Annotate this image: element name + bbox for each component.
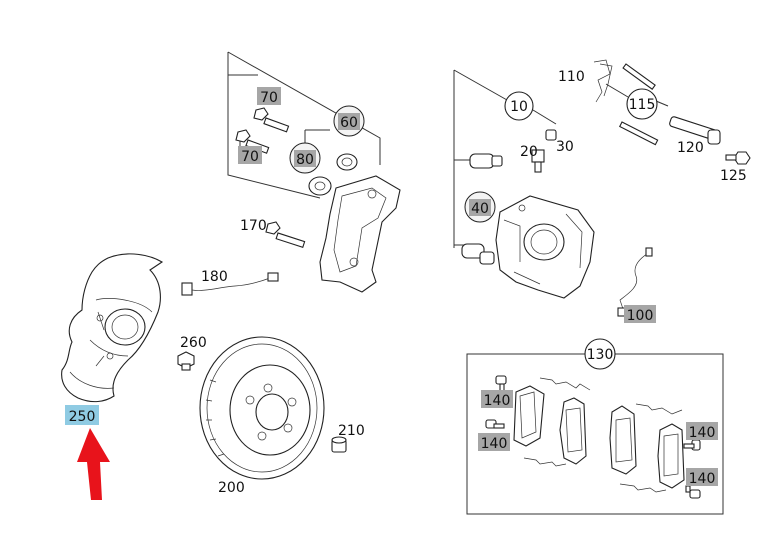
callout-10[interactable]: 10 [504,91,534,121]
pad-bolt-lower-left [485,419,505,429]
pad-spring-clips [523,377,683,493]
bolt-260 [177,351,195,371]
callout-210[interactable]: 210 [338,423,365,439]
bleeder-cap-30 [545,129,557,141]
guide-pin-boot-lower [461,243,495,265]
callout-30[interactable]: 30 [556,139,574,155]
callout-70-upper[interactable]: 70 [257,87,281,106]
svg-text:70: 70 [260,90,278,106]
callout-100[interactable]: 100 [624,305,656,324]
spring-clip-110 [593,59,613,103]
svg-text:100: 100 [627,308,654,324]
callout-115[interactable]: 115 [626,88,658,120]
pad-bolt-lower-right [685,485,701,499]
bushing-60 [336,153,358,171]
svg-text:115: 115 [629,97,656,113]
bolt-70-upper [253,107,290,133]
callout-170[interactable]: 170 [240,218,267,234]
svg-text:40: 40 [471,201,489,217]
callout-125[interactable]: 125 [720,168,747,184]
callout-200[interactable]: 200 [218,480,245,496]
callout-180[interactable]: 180 [201,269,228,285]
bushing-80 [308,176,332,196]
caliper-carrier-frame [227,51,381,199]
svg-text:250: 250 [69,409,96,425]
pin-115-upper [622,63,656,90]
callout-140-d[interactable]: 140 [686,468,718,487]
callout-70-lower[interactable]: 70 [238,146,262,165]
callout-260[interactable]: 260 [180,335,207,351]
screw-210 [331,436,347,453]
brake-pad-4 [657,423,685,489]
svg-text:10: 10 [510,99,528,115]
callout-140-b[interactable]: 140 [478,433,510,452]
svg-text:140: 140 [481,436,508,452]
brake-pad-3 [609,405,637,475]
callout-120[interactable]: 120 [677,140,704,156]
guide-pin-boot-upper [469,153,503,169]
svg-text:130: 130 [587,347,614,363]
bolt-frame [605,83,669,107]
caliper-housing [495,195,595,299]
callout-20[interactable]: 20 [520,144,538,160]
pad-bolt-upper-left [495,375,507,393]
pad-bolt-upper-right [683,439,701,451]
callout-140-c[interactable]: 140 [686,422,718,441]
brake-disc [199,336,325,480]
svg-text:80: 80 [296,152,314,168]
guide-bolt-120 [669,116,721,145]
red-arrow-icon [77,428,110,500]
callout-60[interactable]: 60 [333,105,365,137]
svg-text:140: 140 [484,393,511,409]
callout-40[interactable]: 40 [464,191,496,223]
svg-text:140: 140 [689,471,716,487]
brake-pad-1 [513,385,545,447]
brake-pad-2 [559,397,587,465]
svg-text:140: 140 [689,425,716,441]
bolt-170 [265,221,306,249]
callout-250-highlighted[interactable]: 250 [65,405,99,425]
callout-110[interactable]: 110 [558,69,585,85]
wear-sensor-100 [617,247,653,317]
wear-sensor-180 [181,272,279,296]
callout-130[interactable]: 130 [584,338,616,370]
caliper-carrier [319,175,401,293]
callout-140-a[interactable]: 140 [481,390,513,409]
dust-shield [61,253,164,403]
pin-115-lower [618,121,659,146]
bleeder-screw-20 [531,149,545,173]
svg-text:60: 60 [340,115,358,131]
svg-text:70: 70 [241,149,259,165]
bolt-125 [725,151,751,165]
callout-80[interactable]: 80 [289,142,321,174]
